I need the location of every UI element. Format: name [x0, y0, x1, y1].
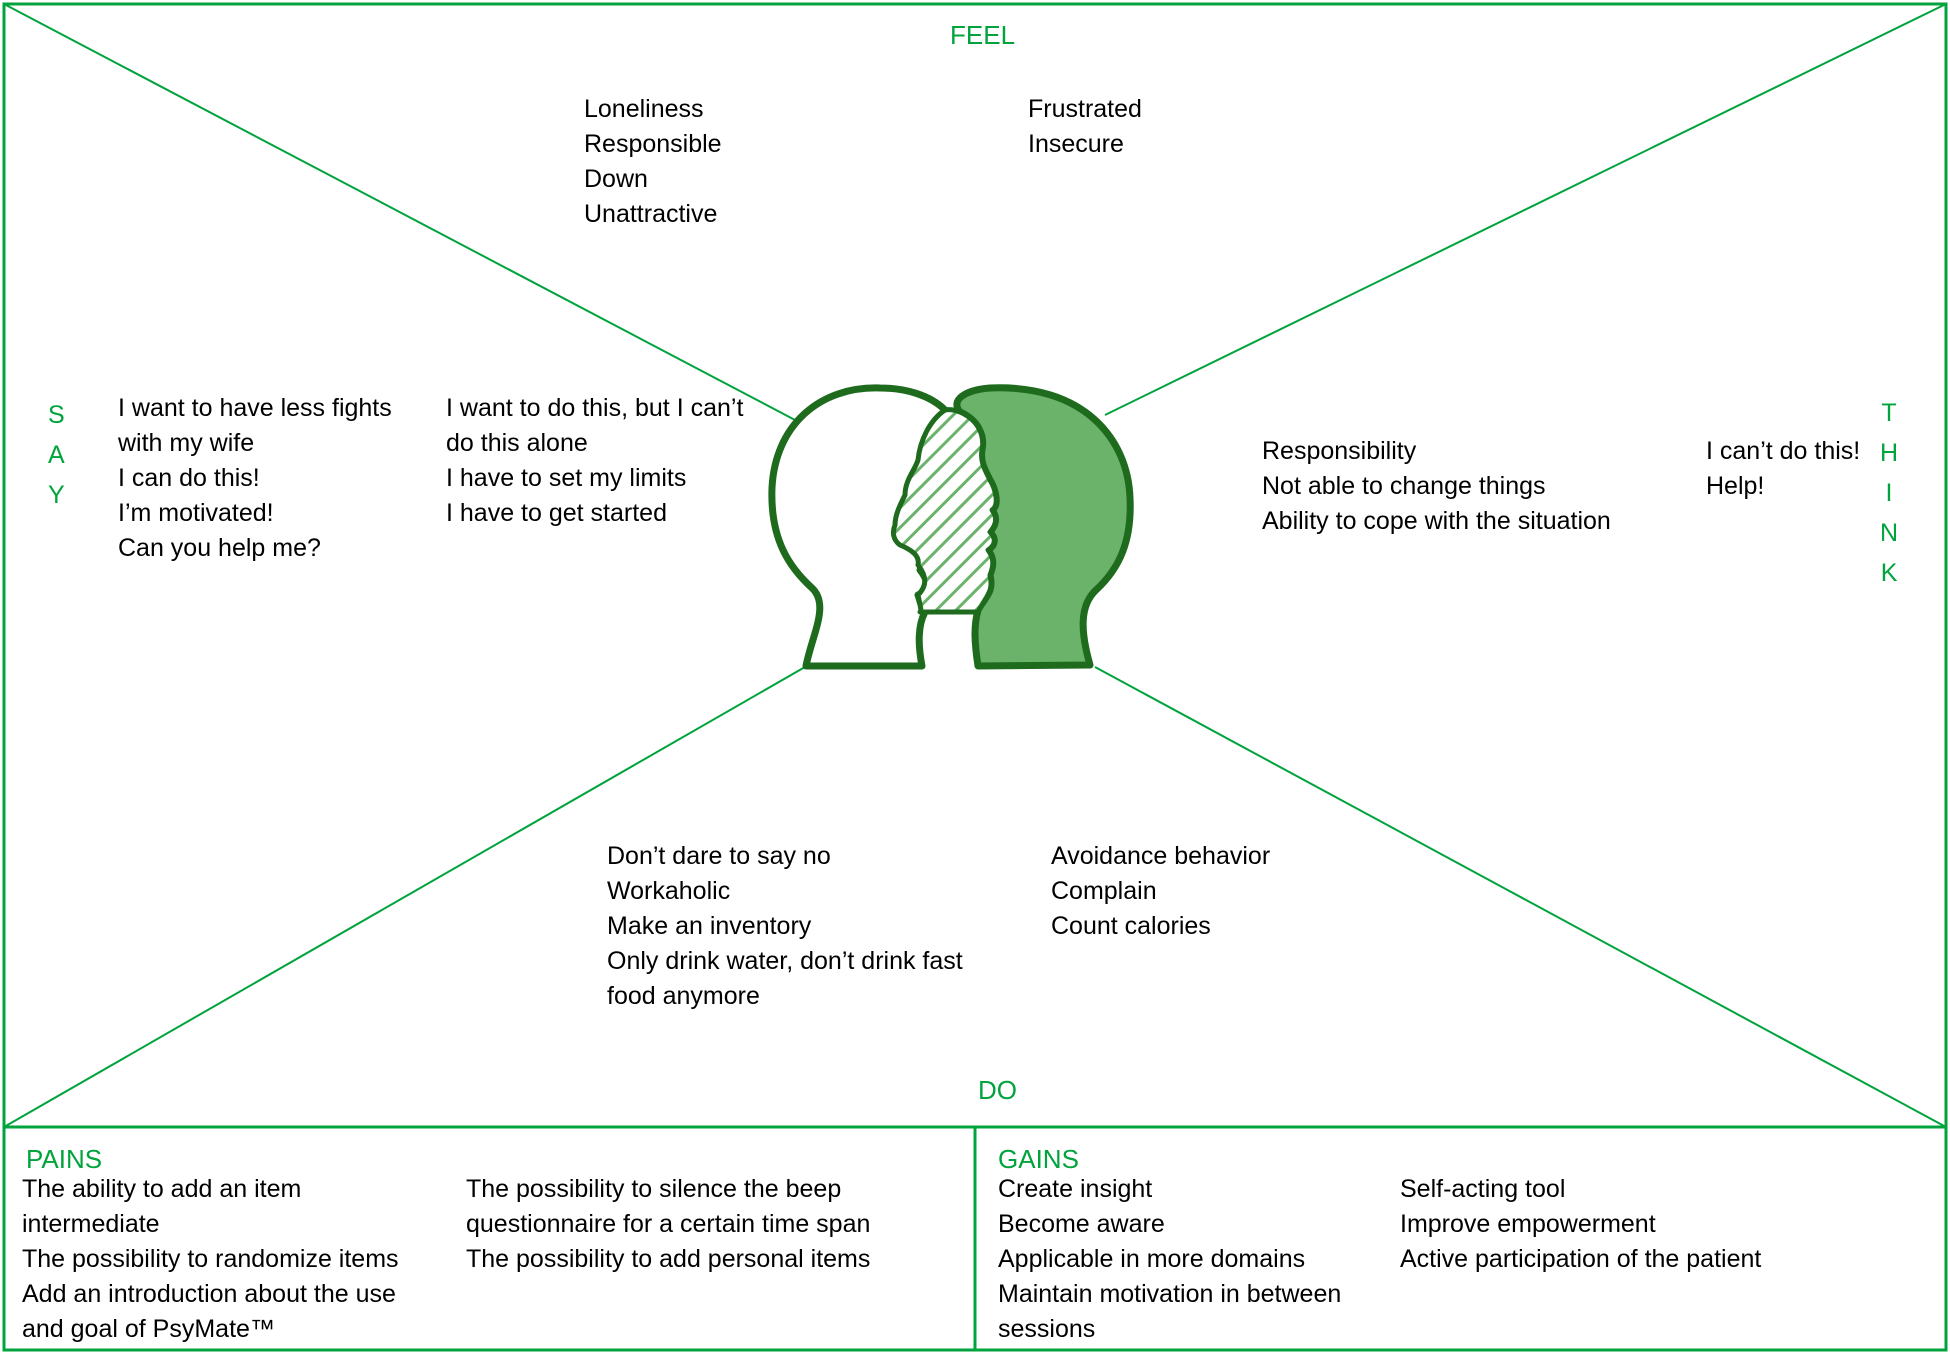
- pains-list-1: The ability to add an item intermediate …: [22, 1172, 399, 1347]
- gains-list-2: Self-acting tool Improve empowerment Act…: [1400, 1172, 1761, 1277]
- list-item: The ability to add an item: [22, 1175, 302, 1203]
- do-list-2: Avoidance behavior Complain Count calori…: [1051, 839, 1270, 944]
- list-item: Can you help me?: [118, 534, 321, 562]
- gains-label: GAINS: [998, 1144, 1079, 1174]
- diagonal-top-right: [1104, 3, 1947, 416]
- list-item: questionnaire for a certain time span: [466, 1210, 871, 1238]
- list-item: Active participation of the patient: [1400, 1245, 1762, 1273]
- list-item: Ability to cope with the situation: [1262, 507, 1611, 535]
- list-item: Become aware: [998, 1210, 1165, 1238]
- list-item: Loneliness: [584, 95, 704, 123]
- think-list-2: I can’t do this! Help!: [1706, 434, 1860, 504]
- list-item: food anymore: [607, 982, 760, 1010]
- list-item: I want to have less fights: [118, 394, 392, 422]
- two-heads-icon: [768, 384, 1134, 670]
- list-item: I have to set my limits: [446, 464, 687, 492]
- pains-label: PAINS: [26, 1144, 103, 1174]
- do-label: DO: [978, 1075, 1017, 1105]
- list-item: The possibility to add personal items: [466, 1245, 871, 1273]
- list-item: I want to do this, but I can’t: [446, 394, 744, 422]
- list-item: Responsibility: [1262, 437, 1417, 465]
- list-item: Make an inventory: [607, 912, 812, 940]
- list-item: Responsible: [584, 130, 722, 158]
- list-item: I can do this!: [118, 464, 260, 492]
- list-item: Improve empowerment: [1400, 1210, 1656, 1238]
- list-item: Frustrated: [1028, 95, 1142, 123]
- list-item: Down: [584, 165, 648, 193]
- list-item: The possibility to randomize items: [22, 1245, 399, 1273]
- overlap-face: [890, 407, 999, 615]
- think-label: T H I N K: [1880, 393, 1898, 593]
- say-letter: Y: [48, 481, 65, 509]
- say-list-1: I want to have less fights with my wife …: [118, 391, 392, 566]
- think-list-1: Responsibility Not able to change things…: [1262, 434, 1611, 539]
- think-letter: T: [1881, 399, 1897, 427]
- diagonal-bottom-left: [3, 666, 806, 1128]
- say-list-2: I want to do this, but I can’t do this a…: [446, 391, 743, 531]
- list-item: I’m motivated!: [118, 499, 274, 527]
- think-letter: I: [1885, 479, 1893, 507]
- think-letter: K: [1880, 559, 1898, 587]
- list-item: Only drink water, don’t drink fast: [607, 947, 963, 975]
- feel-label: FEEL: [950, 20, 1016, 50]
- say-letter: A: [48, 441, 65, 469]
- list-item: and goal of PsyMate™: [22, 1315, 275, 1343]
- list-item: Add an introduction about the use: [22, 1280, 396, 1308]
- list-item: Self-acting tool: [1400, 1175, 1566, 1203]
- list-item: with my wife: [118, 429, 255, 457]
- list-item: Complain: [1051, 877, 1157, 905]
- diagonal-bottom-right: [1094, 666, 1947, 1128]
- list-item: Insecure: [1028, 130, 1124, 158]
- list-item: Avoidance behavior: [1051, 842, 1271, 870]
- list-item: I have to get started: [446, 499, 667, 527]
- list-item: Unattractive: [584, 200, 718, 228]
- think-letter: N: [1880, 519, 1899, 547]
- do-list-1: Don’t dare to say no Workaholic Make an …: [607, 839, 963, 1014]
- list-item: I can’t do this!: [1706, 437, 1861, 465]
- list-item: Applicable in more domains: [998, 1245, 1306, 1273]
- list-item: intermediate: [22, 1210, 160, 1238]
- list-item: Workaholic: [607, 877, 731, 905]
- feel-list-2: Frustrated Insecure: [1028, 92, 1142, 162]
- diagonal-top-left: [3, 3, 796, 421]
- say-letter: S: [48, 401, 65, 429]
- list-item: Help!: [1706, 472, 1765, 500]
- list-item: sessions: [998, 1315, 1096, 1343]
- pains-list-2: The possibility to silence the beep ques…: [466, 1172, 870, 1277]
- list-item: Not able to change things: [1262, 472, 1546, 500]
- list-item: Don’t dare to say no: [607, 842, 831, 870]
- list-item: Create insight: [998, 1175, 1153, 1203]
- list-item: Maintain motivation in between: [998, 1280, 1342, 1308]
- list-item: do this alone: [446, 429, 588, 457]
- list-item: Count calories: [1051, 912, 1211, 940]
- gains-list-1: Create insight Become aware Applicable i…: [998, 1172, 1341, 1347]
- say-label: S A Y: [48, 395, 65, 515]
- think-letter: H: [1880, 439, 1899, 467]
- feel-list-1: Loneliness Responsible Down Unattractive: [584, 92, 722, 232]
- list-item: The possibility to silence the beep: [466, 1175, 842, 1203]
